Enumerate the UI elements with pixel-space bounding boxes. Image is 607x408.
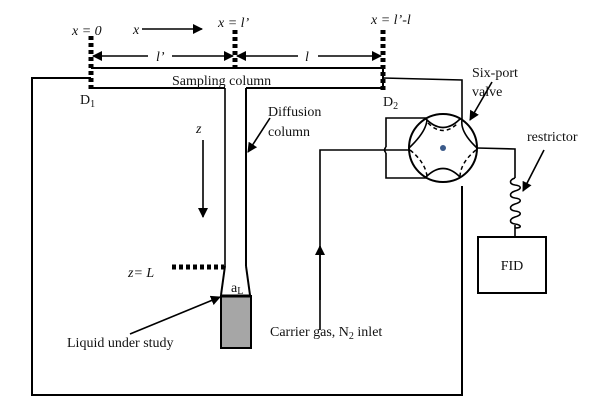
outer-loop-line: [31, 77, 463, 396]
restrictor-coil: [509, 177, 522, 237]
restrictor-pointer-arrow: [522, 149, 545, 192]
sampling-to-valve-line: [382, 77, 463, 122]
x-lprime-label: x = l’: [217, 16, 250, 31]
six-port-valve-pointer-arrow: [469, 81, 493, 121]
liquid-vial: [220, 295, 252, 349]
x-zero-label: x = 0: [71, 24, 102, 39]
six-port-valve: [408, 113, 478, 183]
carrier-gas-line: [319, 149, 411, 330]
valve-to-restrictor-line: [476, 147, 516, 178]
fid-label: FID: [501, 259, 524, 274]
diffusion-column-label-line2: column: [268, 125, 310, 140]
d2-label: D2: [383, 95, 398, 112]
l-prime-label: l’: [156, 50, 165, 65]
valve-center-icon: [440, 145, 446, 151]
carrier-gas-label: Carrier gas, N2 inlet: [270, 325, 382, 342]
diffusion-column-pointer-arrow: [247, 117, 271, 153]
liquid-under-study-label: Liquid under study: [67, 336, 174, 351]
z-eq-L-label: z= L: [127, 266, 154, 281]
sampling-column-label: Sampling column: [172, 74, 271, 89]
a-L-label: aL: [231, 281, 243, 297]
diffusion-column: [220, 88, 251, 296]
d1-label: D1: [80, 93, 95, 110]
fid-box: [477, 236, 547, 294]
diffusion-column-label-line1: Diffusion: [268, 105, 321, 120]
x-axis-label: x: [132, 23, 140, 38]
six-port-valve-label-line1: Six-port: [472, 66, 518, 81]
restrictor-label: restrictor: [527, 130, 578, 145]
x-lprime-minus-l-label: x = l’-l: [370, 13, 411, 28]
l-label: l: [305, 50, 309, 65]
z-axis-label: z: [195, 122, 202, 137]
liquid-pointer-arrow: [129, 295, 221, 335]
six-port-valve-label-line2: valve: [472, 85, 502, 100]
